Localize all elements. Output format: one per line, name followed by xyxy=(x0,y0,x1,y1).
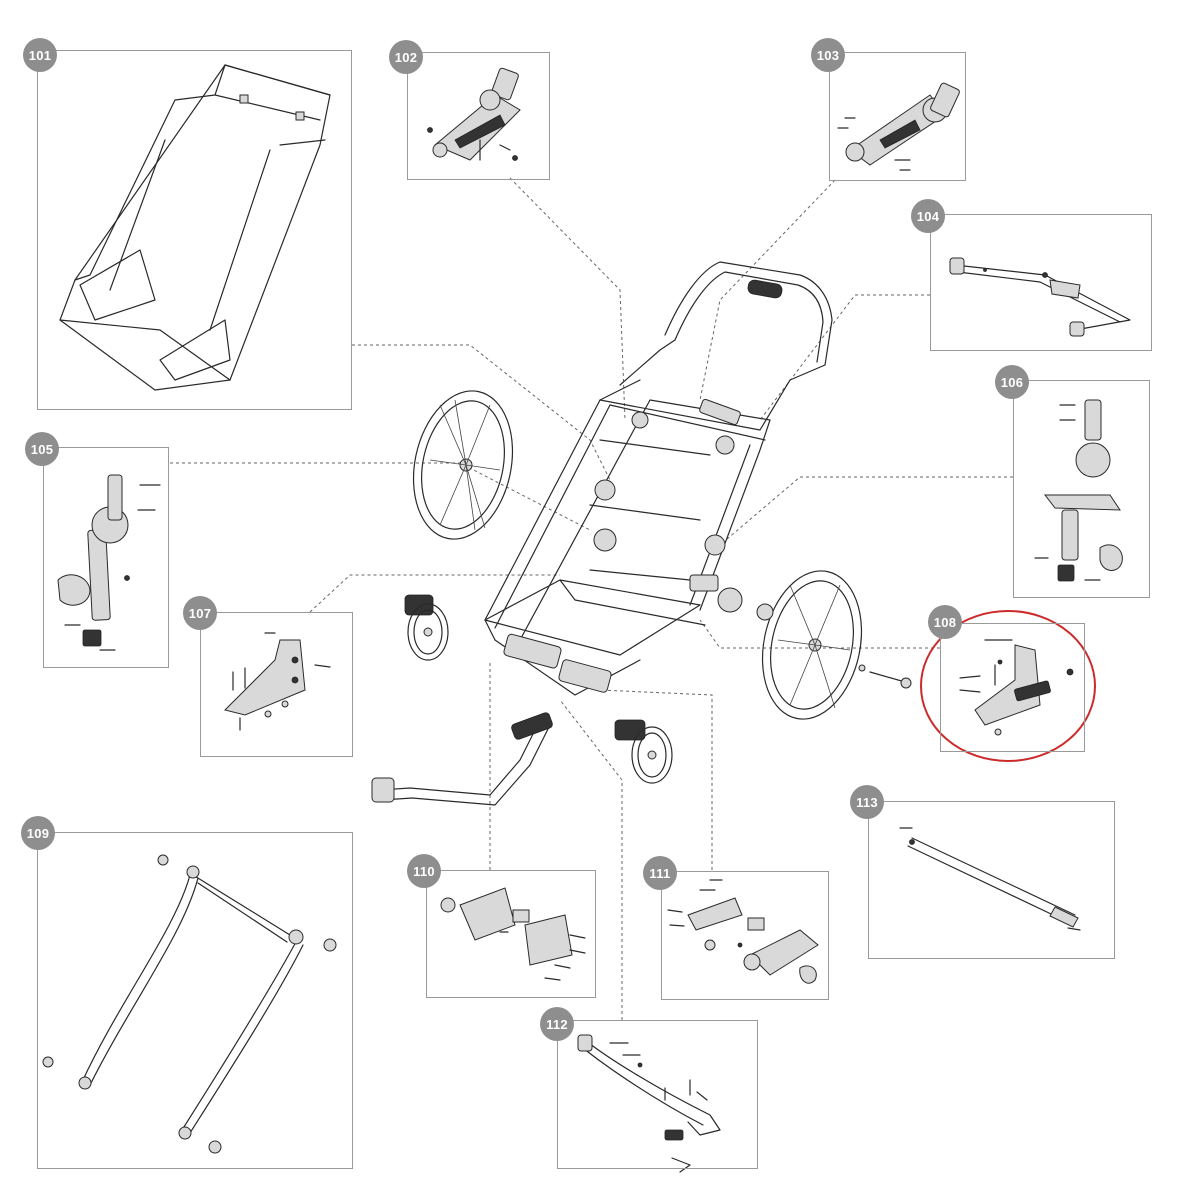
part-callout-112: 112 xyxy=(540,1007,574,1041)
side-hinge-105 xyxy=(57,474,161,651)
side-hinge-106 xyxy=(1034,399,1123,582)
panel-112 xyxy=(557,1020,758,1169)
panel-111 xyxy=(661,871,829,1000)
part-callout-107: 107 xyxy=(183,596,217,630)
wheel-bracket-107 xyxy=(224,632,331,731)
part-callout-109: 109 xyxy=(21,816,55,850)
part-callout-111: 111 xyxy=(643,856,677,890)
swivel-mount-110 xyxy=(440,887,586,981)
push-bar-104 xyxy=(949,257,1131,337)
swivel-wheel-right xyxy=(614,719,673,784)
hinge-bracket-102 xyxy=(427,67,521,161)
left-rear-wheel xyxy=(412,390,514,540)
part-callout-103: 103 xyxy=(811,38,845,72)
swivel-wheel-left xyxy=(404,594,449,661)
panel-107 xyxy=(200,612,353,757)
tow-arm-112 xyxy=(577,1034,721,1173)
panel-113 xyxy=(868,801,1115,959)
stroller-frame-assembly xyxy=(484,261,833,696)
wheel-bracket-108 xyxy=(959,639,1074,736)
cross-tube-113 xyxy=(899,827,1081,931)
part-callout-102: 102 xyxy=(389,40,423,74)
panel-104 xyxy=(930,214,1152,351)
seat-shell-drawing xyxy=(59,64,331,391)
right-rear-wheel xyxy=(717,570,912,720)
part-callout-110: 110 xyxy=(407,854,441,888)
panel-105 xyxy=(43,447,169,668)
part-callout-108: 108 xyxy=(928,605,962,639)
panel-110 xyxy=(426,870,596,998)
part-callout-104: 104 xyxy=(911,199,945,233)
part-callout-113: 113 xyxy=(850,785,884,819)
panel-109 xyxy=(37,832,353,1169)
tow-arm xyxy=(371,712,553,806)
panel-106 xyxy=(1013,380,1150,598)
highlight-ring xyxy=(920,610,1096,762)
part-callout-106: 106 xyxy=(995,365,1029,399)
roll-bar-109 xyxy=(42,854,337,1154)
panel-101 xyxy=(37,50,352,410)
hinge-bracket-103 xyxy=(837,82,960,171)
panel-108 xyxy=(940,623,1085,752)
panel-103 xyxy=(829,52,966,181)
hitch-parts-111 xyxy=(667,879,819,984)
panel-102 xyxy=(407,52,550,180)
part-callout-101: 101 xyxy=(23,38,57,72)
part-callout-105: 105 xyxy=(25,432,59,466)
